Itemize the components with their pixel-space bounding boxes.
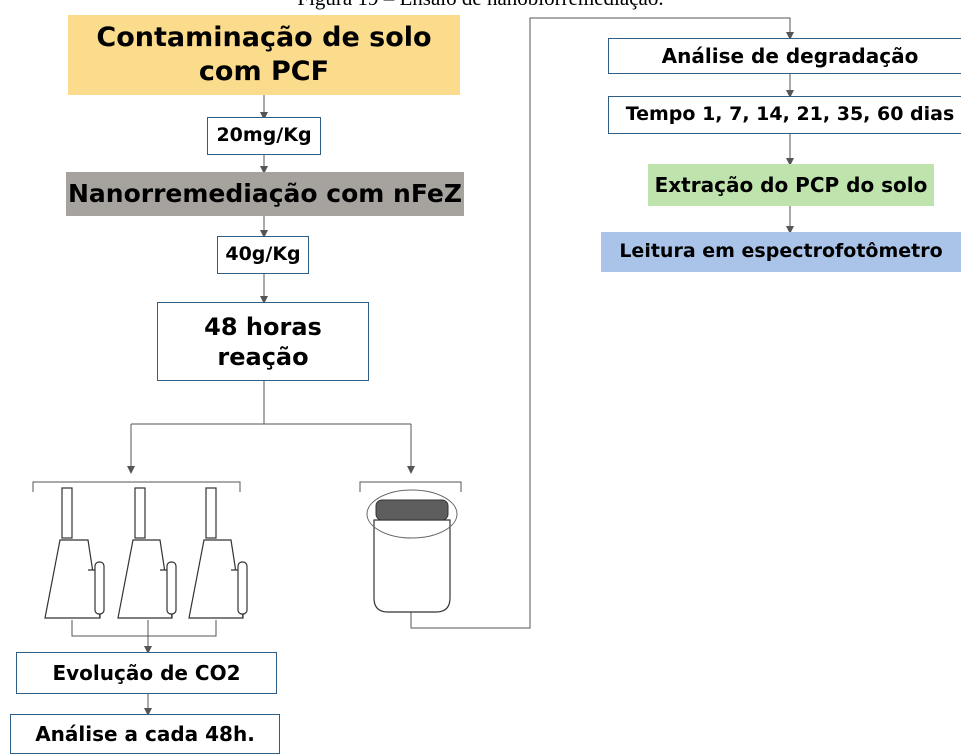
figure-caption: Figura 19 – Ensaio de nanobiorremediação…: [0, 0, 961, 11]
flask-group: [44, 487, 248, 619]
spectrophotometer-box: Leitura em espectrofotômetro: [601, 232, 961, 272]
nfez-dose-box: 40g/Kg: [217, 236, 309, 274]
co2-evolution-box: Evolução de CO2: [16, 652, 277, 694]
analysis-48h-box: Análise a cada 48h.: [10, 714, 280, 754]
reaction-line-1: 48 horas: [204, 312, 322, 341]
time-points-box: Tempo 1, 7, 14, 21, 35, 60 dias: [608, 96, 961, 134]
pcf-dose-box: 20mg/Kg: [207, 117, 321, 155]
nanoremediation-box: Nanorremediação com nFeZ: [66, 172, 464, 216]
flask-icon: [117, 487, 177, 619]
flask-icon: [44, 487, 105, 619]
pcp-extraction-box: Extração do PCP do solo: [648, 164, 934, 206]
contamination-box: Contaminação de solo com PCF: [68, 15, 460, 95]
reaction-line-2: reação: [217, 342, 309, 371]
soil-jar-icon: [366, 489, 458, 613]
reaction-box: 48 horas reação: [157, 302, 369, 381]
degradation-analysis-box: Análise de degradação: [608, 38, 961, 74]
flask-icon: [188, 487, 248, 619]
